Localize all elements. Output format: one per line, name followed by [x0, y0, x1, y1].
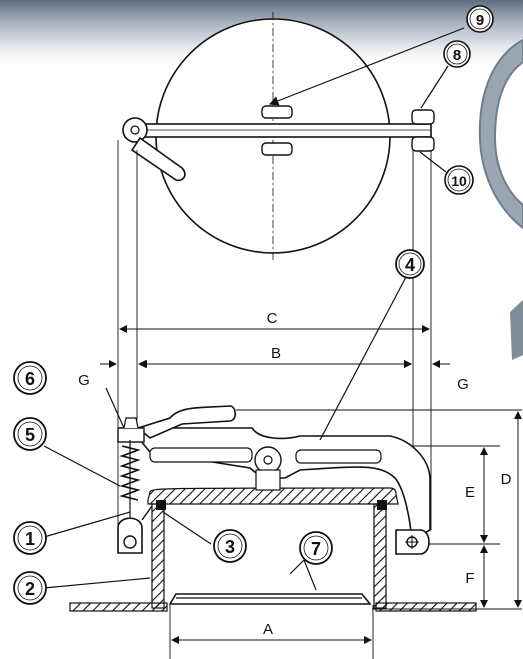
handle [136, 405, 237, 439]
callout-10: 10 [444, 165, 474, 195]
callout-9: 9 [466, 5, 494, 33]
svg-text:2: 2 [25, 579, 35, 599]
cover-section-view [69, 405, 477, 612]
svg-text:1: 1 [25, 529, 35, 549]
svg-text:7: 7 [311, 539, 321, 559]
svg-text:4: 4 [405, 255, 415, 275]
dim-label-b: B [271, 345, 281, 362]
dimension-f: F [465, 545, 488, 608]
svg-text:5: 5 [25, 425, 35, 445]
dimension-d: D [236, 409, 522, 610]
callout-4: 4 [395, 249, 425, 279]
dimension-c: C [119, 310, 430, 333]
bottom-dish [168, 593, 372, 605]
callout-5: 5 [13, 417, 47, 451]
clamp-bar [124, 123, 432, 138]
dim-label-e: E [465, 484, 475, 501]
callout-7: 7 [299, 531, 333, 565]
svg-text:6: 6 [25, 369, 35, 389]
callout-2: 2 [13, 571, 47, 605]
deck-plate [375, 602, 477, 612]
dimension-g-right: G [395, 360, 469, 393]
callout-8: 8 [443, 40, 471, 68]
dim-label-c: C [267, 310, 278, 327]
dimension-a: A [169, 605, 374, 659]
callout-6: 6 [13, 361, 47, 395]
coaming-wall-right [373, 503, 387, 609]
dim-label-g-left: G [78, 372, 90, 389]
callout-1: 1 [13, 521, 47, 555]
callouts [43, 27, 465, 591]
dim-label-d: D [501, 471, 512, 488]
lid-section [147, 487, 399, 505]
cover-top-view [122, 12, 435, 260]
callout-3: 3 [213, 529, 247, 563]
dimension-b: B [138, 345, 412, 368]
dimension-g-left: G [78, 360, 156, 389]
svg-text:3: 3 [225, 537, 235, 557]
svg-text:10: 10 [451, 173, 467, 189]
dim-label-a: A [263, 621, 273, 638]
svg-text:9: 9 [476, 12, 484, 29]
dim-label-g-right: G [457, 376, 469, 393]
deck-plate [69, 602, 168, 612]
coaming-wall-left [151, 503, 165, 609]
cropped-photo-fragment [478, 38, 523, 360]
dim-label-f: F [465, 570, 474, 587]
svg-text:8: 8 [453, 47, 461, 64]
